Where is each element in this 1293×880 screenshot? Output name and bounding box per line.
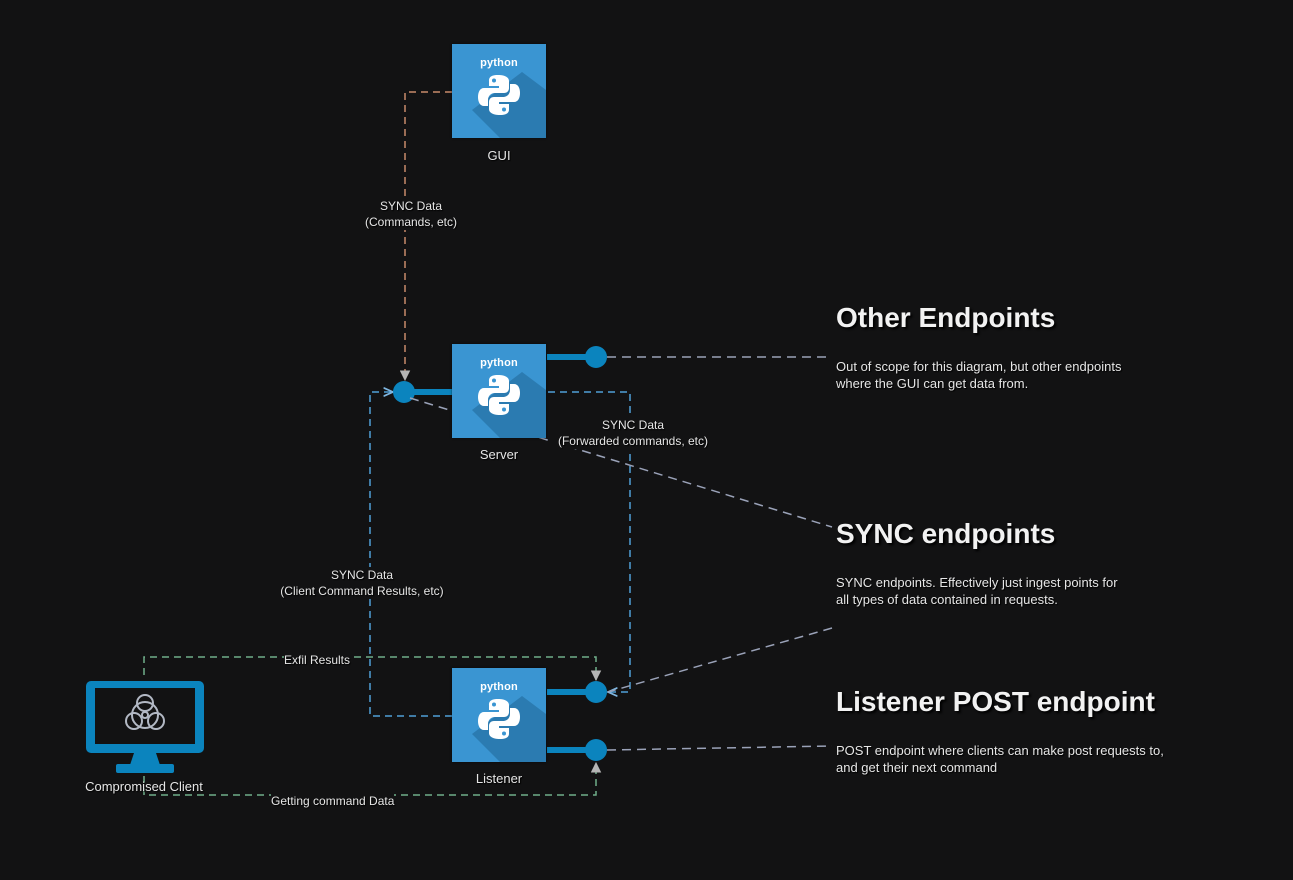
post-endpoint-pointer [606,745,833,751]
gui-server-edge-label: SYNC Data (Commands, etc) [350,198,472,230]
server-to-listener-line [548,391,631,692]
server-node[interactable]: python [452,344,546,438]
listener-post-endpoint-dot [585,739,607,761]
edge-label-line: (Client Command Results, etc) [280,584,444,598]
description-line: POST endpoint where clients can make pos… [836,743,1164,758]
biohazard-monitor-icon[interactable] [84,679,206,775]
sync-endpoints-description: SYNC endpoints. Effectively just ingest … [836,574,1118,608]
post-endpoint-heading: Listener POST endpoint [836,686,1155,717]
other-endpoints-description: Out of scope for this diagram, but other… [836,358,1121,392]
server-sync-endpoint-dot [393,381,415,403]
description-line: where the GUI can get data from. [836,376,1029,391]
client-label: Compromised Client [85,779,203,794]
server-listener-edge-label: SYNC Data (Forwarded commands, etc) [548,417,718,449]
description-line: SYNC endpoints. Effectively just ingest … [836,575,1118,590]
listener-server-edge-label: SYNC Data (Client Command Results, etc) [268,567,456,599]
description-line: Out of scope for this diagram, but other… [836,359,1122,374]
other-endpoints-heading: Other Endpoints [836,302,1056,333]
edge-label-line: SYNC Data [330,568,394,582]
sync-endpoints-pointer-listener [607,627,833,693]
python-logo-icon [478,375,520,415]
edge-label-line: SYNC Data [601,418,665,432]
description-line: all types of data contained in requests. [836,592,1058,607]
edge-label-line: (Commands, etc) [364,215,458,229]
server-label: Server [479,447,519,462]
python-label: python [480,357,518,369]
server-other-endpoint-dot [585,346,607,368]
edge-label-line: (Forwarded commands, etc) [557,434,709,448]
gui-node[interactable]: python [452,44,546,138]
gui-to-server-line [399,91,452,382]
description-line: and get their next command [836,760,998,775]
python-label: python [480,57,518,69]
sync-endpoints-heading: SYNC endpoints [836,518,1056,549]
exfil-edge-label: Exfil Results [284,652,351,668]
python-logo-icon [478,699,520,739]
listener-sync-endpoint-dot [585,681,607,703]
exfil-line [143,656,602,682]
python-label: python [480,681,518,693]
getting-command-edge-label: Getting command Data [271,793,395,809]
python-logo-icon [478,75,520,115]
gui-label: GUI [487,148,511,163]
sync-endpoints-pointer-server [409,397,833,528]
post-endpoint-description: POST endpoint where clients can make pos… [836,742,1164,776]
listener-label: Listener [475,771,523,786]
listener-to-server-line [369,392,452,717]
edge-label-line: SYNC Data [379,199,443,213]
listener-node[interactable]: python [452,668,546,762]
